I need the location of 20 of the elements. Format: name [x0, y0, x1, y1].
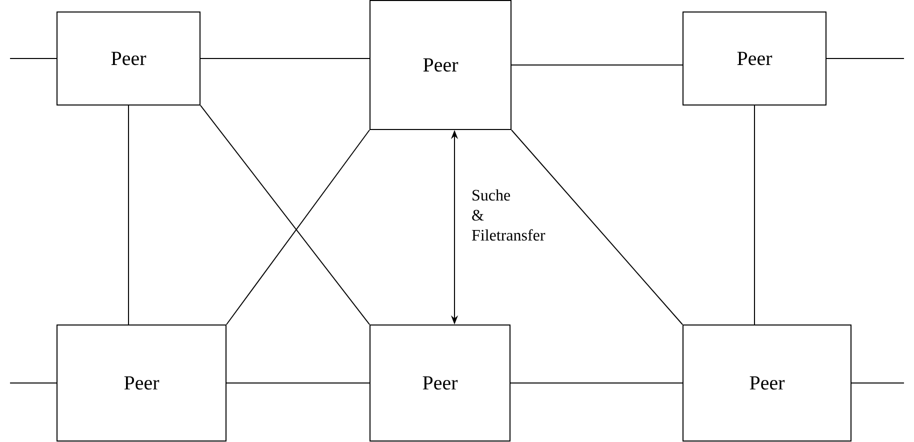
connector-line: [510, 382, 683, 384]
connector-line: [851, 382, 904, 384]
peer-box: Peer: [682, 12, 826, 106]
edge-label: Suche & Filetransfer: [472, 189, 546, 241]
connector-line: [226, 382, 370, 384]
connector-line: [128, 105, 130, 325]
peer-box: Peer: [56, 324, 226, 442]
peer-box: Peer: [56, 12, 200, 106]
connector-line: [754, 105, 755, 325]
connector-line: [200, 105, 370, 325]
peer-box: Peer: [370, 0, 512, 130]
connector-line: [826, 58, 904, 59]
peer-box: Peer: [370, 324, 510, 442]
connector-line: [10, 58, 58, 59]
connector-line: [226, 130, 370, 325]
connector-line: [10, 382, 58, 384]
connector-line: [511, 64, 683, 66]
connector-line: [511, 130, 683, 325]
connector-line: [200, 58, 370, 59]
peer-box: Peer: [682, 324, 852, 442]
